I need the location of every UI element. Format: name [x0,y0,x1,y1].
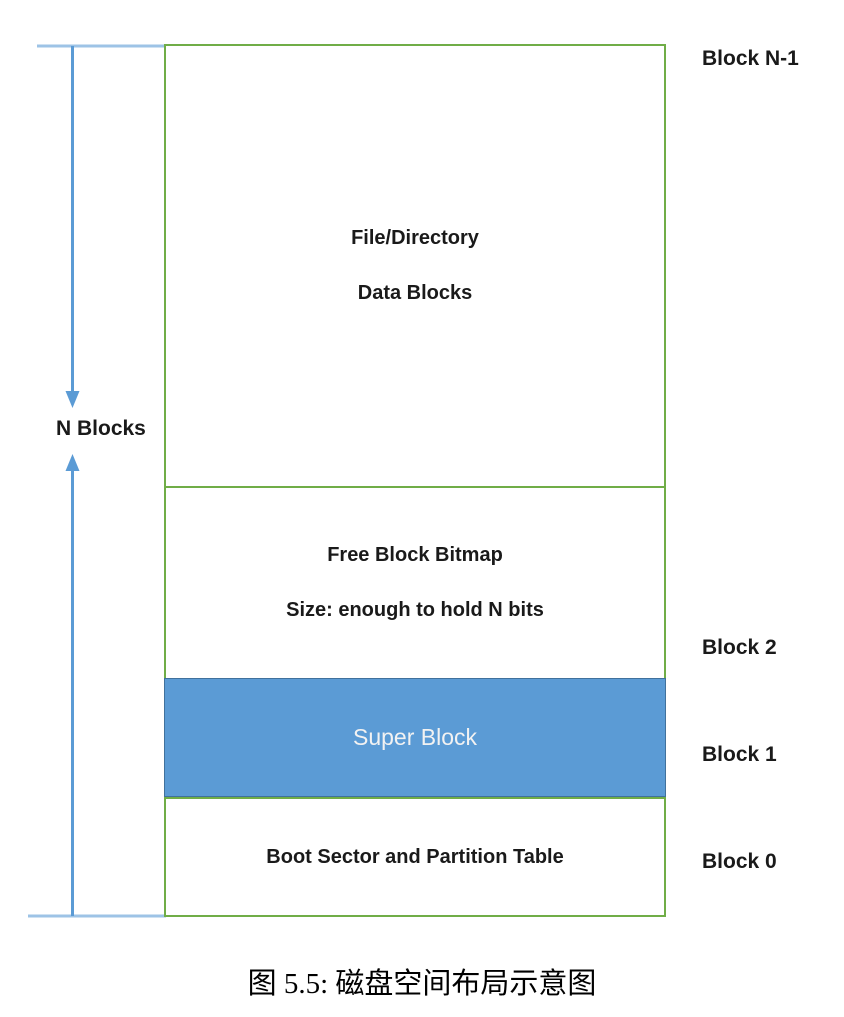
block-2-label: Block 2 [702,636,777,659]
disk-block-stack: File/Directory Data Blocks Free Block Bi… [164,44,666,917]
arrow-up-head-icon [65,454,80,471]
block-n1-label: Block N-1 [702,47,799,70]
arrow-down-head-icon [65,391,80,408]
block-text-line: Super Block [352,724,477,750]
block-text-line: Free Block Bitmap [327,544,503,566]
block-file-directory-data: File/Directory Data Blocks [166,46,664,488]
block-text-line: File/Directory [351,227,479,249]
block-super-block: Super Block [164,678,666,797]
block-text-line: Data Blocks [357,282,473,304]
figure-caption: 图 5.5: 磁盘空间布局示意图 [247,968,597,1000]
block-0-label: Block 0 [702,850,777,873]
block-text-line: Size: enough to hold N bits [286,599,544,621]
block-text-line: Boot Sector and Partition Table [266,845,564,868]
n-blocks-label: N Blocks [56,417,146,440]
block-free-block-bitmap: Free Block Bitmap Size: enough to hold N… [166,488,664,678]
block-boot-sector: Boot Sector and Partition Table [166,797,664,915]
block-1-label: Block 1 [702,743,777,766]
